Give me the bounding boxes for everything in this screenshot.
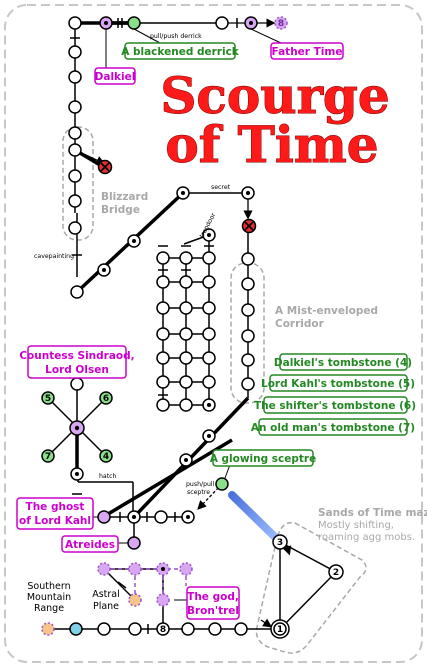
area-blizzard-2: Bridge	[101, 204, 140, 216]
area-mist-2: Corridor	[275, 318, 325, 330]
label-derrick: A blackened derrick	[121, 46, 240, 58]
room-node[interactable]	[68, 194, 82, 208]
label-ghost-2: of Lord Kahl	[19, 515, 91, 527]
node-number: 7	[45, 452, 51, 462]
label-atreides: Atreides	[65, 539, 115, 551]
room-node[interactable]	[68, 100, 82, 114]
note-cavepainting: cavepainting	[34, 253, 74, 260]
atreides-node[interactable]	[127, 536, 141, 550]
node-number: 8	[278, 19, 284, 29]
label-sindraod-2: Lord Olsen	[45, 364, 109, 376]
tombstone-4-node[interactable]	[99, 449, 113, 463]
label-sceptre: A glowing sceptre	[210, 453, 317, 465]
room-node[interactable]	[68, 45, 82, 59]
note-sceptre: sceptre	[187, 489, 210, 496]
sceptre-beam	[228, 491, 282, 544]
node-number: 2	[333, 568, 339, 578]
node-number: 1	[277, 625, 283, 635]
maze-node-2[interactable]	[328, 564, 344, 580]
node-dots	[74, 21, 253, 571]
room-node[interactable]	[68, 221, 82, 235]
area-astral-2: Plane	[93, 601, 119, 612]
node-number: 5	[45, 394, 51, 404]
note-secret: secret	[211, 184, 231, 191]
area-sands-3: roaming agg mobs.	[318, 532, 415, 543]
room-node[interactable]	[70, 285, 84, 299]
region-labels: Southern Mountain Range Astral Plane	[27, 581, 120, 614]
derrick-node[interactable]	[127, 16, 141, 30]
sceptre-node[interactable]	[215, 477, 229, 491]
note-pull-push: pull/push derrick	[150, 33, 202, 40]
area-mist-1: A Mist-enveloped	[275, 305, 378, 317]
npc-labels: Dalkiel Father Time Countess Sindraod, L…	[16, 42, 344, 620]
label-bron-2: Bron'trel	[187, 605, 239, 617]
node-8-bottom[interactable]	[156, 622, 170, 636]
area-southern-1: Southern	[27, 581, 70, 592]
note-push-pull: push/pull	[186, 481, 215, 488]
note-hatch: hatch	[99, 473, 117, 480]
item-labels: A blackened derrick A glowing sceptre Da…	[121, 42, 416, 467]
area-labels: Blizzard Bridge A Mist-enveloped Corrido…	[101, 191, 427, 543]
tombstone-7-node[interactable]	[41, 449, 55, 463]
danger-nodes	[97, 159, 257, 234]
area-astral-1: Astral	[92, 589, 120, 600]
node-8-top[interactable]	[274, 16, 288, 30]
bron-trel-node[interactable]	[156, 593, 170, 607]
area-southern-2: Mountain	[27, 592, 71, 603]
node-number: 4	[103, 452, 109, 462]
room-node[interactable]	[68, 169, 82, 183]
label-tomb5: Lord Kahl's tombstone (5)	[261, 378, 415, 390]
room-node[interactable]	[68, 143, 82, 157]
room-node[interactable]	[68, 70, 82, 84]
label-ghost-1: The ghost	[26, 501, 85, 513]
maze-node-3[interactable]	[272, 534, 288, 550]
gate-ticks	[70, 18, 253, 634]
label-tomb7: An old man's tombstone (7)	[251, 422, 415, 434]
area-southern-3: Range	[34, 603, 64, 614]
room-node[interactable]	[68, 126, 82, 140]
label-dalkiel: Dalkiel	[95, 71, 136, 83]
map-title-line2: of Time	[165, 115, 378, 174]
label-bron-1: The god,	[187, 591, 239, 603]
area-blizzard-1: Blizzard	[101, 191, 148, 203]
label-sindraod-1: Countess Sindraod,	[19, 350, 134, 362]
ghost-node[interactable]	[97, 510, 111, 524]
area-sands-1: Sands of Time maze	[318, 507, 427, 519]
label-tomb4: Dalkiel's tombstone (4)	[274, 357, 412, 369]
node-number: 8	[160, 625, 166, 635]
room-nodes	[41, 16, 344, 639]
node-number: 6	[103, 394, 109, 404]
label-father-time: Father Time	[272, 46, 343, 58]
sands-maze-outline	[255, 521, 367, 654]
area-sands-2: Mostly shifting,	[318, 520, 394, 531]
room-node[interactable]	[68, 16, 82, 30]
node-number: 3	[277, 538, 283, 548]
map-title-line1: Scourge	[160, 66, 389, 125]
tombstone-5-node[interactable]	[41, 391, 55, 405]
room-node[interactable]	[215, 16, 229, 30]
label-tomb6: The shifter's tombstone (6)	[254, 400, 416, 412]
tombstone-6-node[interactable]	[99, 391, 113, 405]
node-numbers: 8 5 6 7 4 3 2 1 8	[45, 19, 339, 635]
